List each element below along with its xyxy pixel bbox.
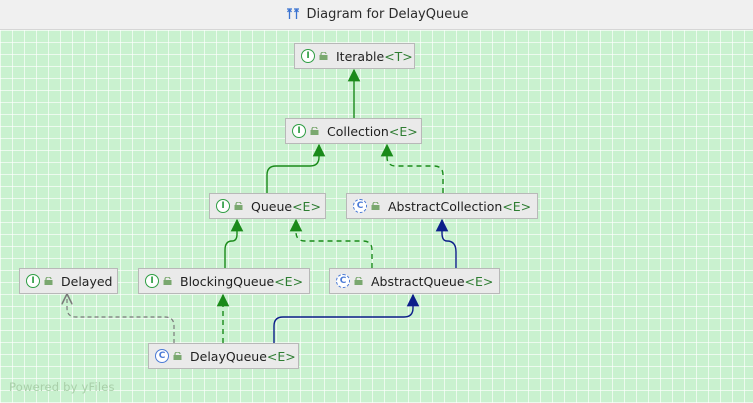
- node-label: Queue<E>: [251, 198, 321, 214]
- uml-diagram-icon: [286, 7, 299, 19]
- node-label: AbstractCollection<E>: [388, 198, 532, 214]
- node-label: Collection<E>: [327, 123, 418, 139]
- visibility-lock-icon: [234, 202, 243, 210]
- node-iterable[interactable]: I Iterable<T>: [294, 43, 415, 69]
- node-label: DelayQueue<E>: [190, 348, 296, 364]
- node-collection[interactable]: I Collection<E>: [285, 118, 422, 144]
- diagram-title: Diagram for DelayQueue: [285, 7, 469, 23]
- visibility-lock-icon: [310, 127, 319, 135]
- node-abstract-collection[interactable]: C AbstractCollection<E>: [346, 193, 538, 219]
- class-icon: C: [155, 349, 169, 363]
- abstract-class-icon: C: [336, 274, 350, 288]
- visibility-lock-icon: [44, 277, 53, 285]
- visibility-lock-icon: [354, 277, 363, 285]
- visibility-lock-icon: [163, 277, 172, 285]
- diagram-title-bar: Diagram for DelayQueue: [0, 0, 753, 30]
- visibility-lock-icon: [173, 352, 182, 360]
- node-label: Iterable<T>: [336, 48, 413, 64]
- visibility-lock-icon: [319, 52, 328, 60]
- visibility-lock-icon: [371, 202, 380, 210]
- node-label: AbstractQueue<E>: [371, 273, 494, 289]
- yfiles-watermark: Powered by yFiles: [9, 380, 115, 394]
- interface-icon: I: [292, 124, 306, 138]
- interface-icon: I: [145, 274, 159, 288]
- diagram-title-text: Diagram for DelayQueue: [306, 7, 469, 22]
- interface-icon: I: [301, 49, 315, 63]
- node-delayed[interactable]: I Delayed: [19, 268, 118, 294]
- node-label: Delayed: [61, 273, 113, 289]
- node-blocking-queue[interactable]: I BlockingQueue<E>: [138, 268, 310, 294]
- abstract-class-icon: C: [353, 199, 367, 213]
- interface-icon: I: [216, 199, 230, 213]
- node-label: BlockingQueue<E>: [180, 273, 304, 289]
- node-abstract-queue[interactable]: C AbstractQueue<E>: [329, 268, 500, 294]
- interface-icon: I: [26, 274, 40, 288]
- node-delay-queue[interactable]: C DelayQueue<E>: [148, 343, 299, 369]
- node-queue[interactable]: I Queue<E>: [209, 193, 326, 219]
